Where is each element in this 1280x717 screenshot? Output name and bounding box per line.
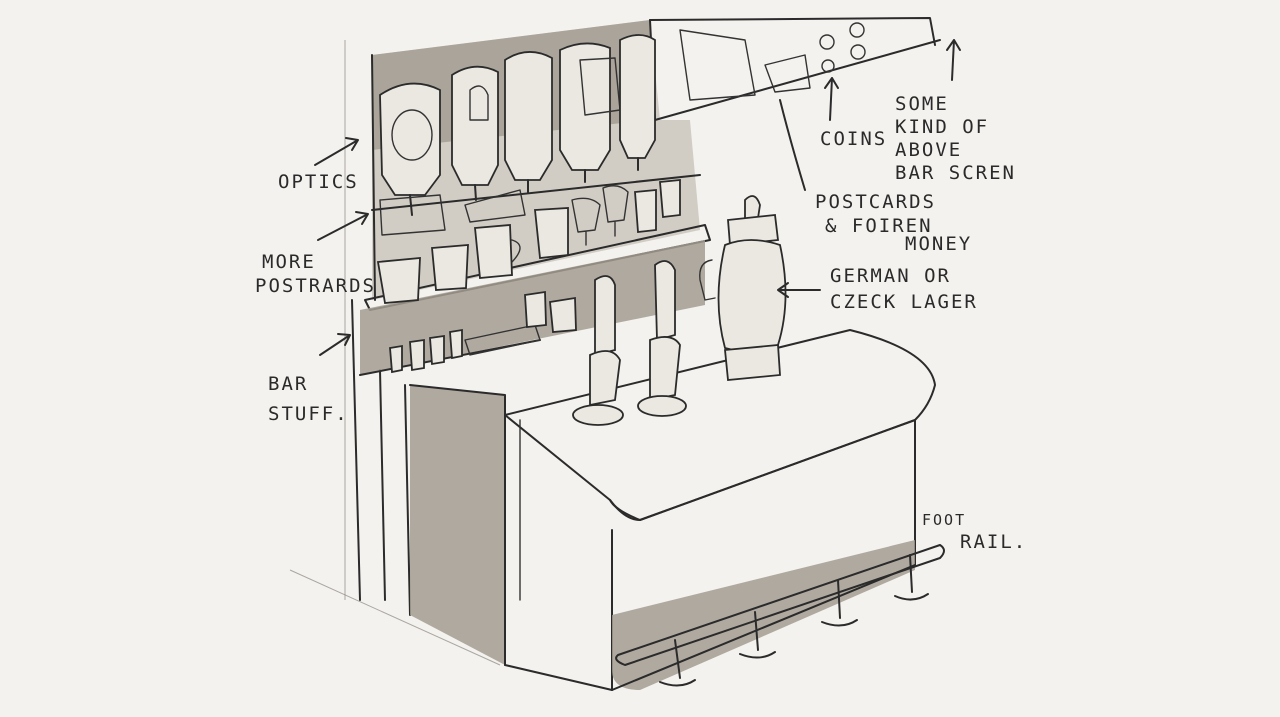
postcard-hanging-1 [679, 29, 756, 101]
optics-bottles [379, 34, 656, 216]
label-screen-2: KIND OF [895, 116, 989, 138]
postcard-shelf-1 [379, 194, 446, 236]
label-foot-rail-1: FOOT [922, 511, 966, 529]
bar-stuff-arrow [319, 333, 351, 356]
left-wall [289, 40, 501, 666]
label-screen-3: ABOVE [895, 139, 962, 161]
postcard-shelf-2 [464, 189, 526, 223]
annotation-labels: OPTICS MORE POSTRARDS BAR STUFF. COINS S… [255, 93, 1027, 553]
label-coins: COINS [820, 128, 887, 150]
label-bar-stuff-1: BAR [268, 373, 308, 395]
label-postcards-1: POSTCARDS [815, 191, 936, 213]
bar-counter [409, 329, 936, 691]
coins-arrow [824, 77, 839, 121]
lager-arrow [777, 282, 821, 298]
beer-pumps [572, 260, 687, 426]
screen-arrow [946, 39, 961, 81]
label-lager-2: CZECK LAGER [830, 291, 978, 313]
label-optics: OPTICS [278, 171, 359, 193]
coin-1 [819, 34, 835, 50]
label-bar-stuff-2: STUFF. [268, 403, 349, 425]
foot-rail [615, 544, 945, 687]
coin-4 [821, 59, 835, 73]
postcards-arrow [779, 99, 806, 191]
optics-arrow [314, 137, 359, 166]
lager-font-tower [699, 195, 787, 381]
coin-3 [850, 44, 866, 60]
annotation-arrows [314, 39, 961, 356]
label-postcards-2: & FOIREN [825, 215, 933, 237]
shelf-glasses [376, 179, 681, 304]
label-screen-1: SOME [895, 93, 949, 115]
more-postcards-arrow [317, 211, 369, 241]
label-more-postcards-1: MORE [262, 251, 316, 273]
label-screen-4: BAR SCREN [895, 162, 1016, 184]
label-postcards-3: MONEY [905, 233, 972, 255]
label-lager-1: GERMAN OR [830, 265, 951, 287]
label-foot-rail-2: RAIL. [960, 531, 1027, 553]
bar-stuff-items [389, 290, 577, 374]
postcard-hanging-2 [764, 54, 811, 93]
coin-2 [849, 22, 865, 38]
label-more-postcards-2: POSTRARDS [255, 275, 376, 297]
